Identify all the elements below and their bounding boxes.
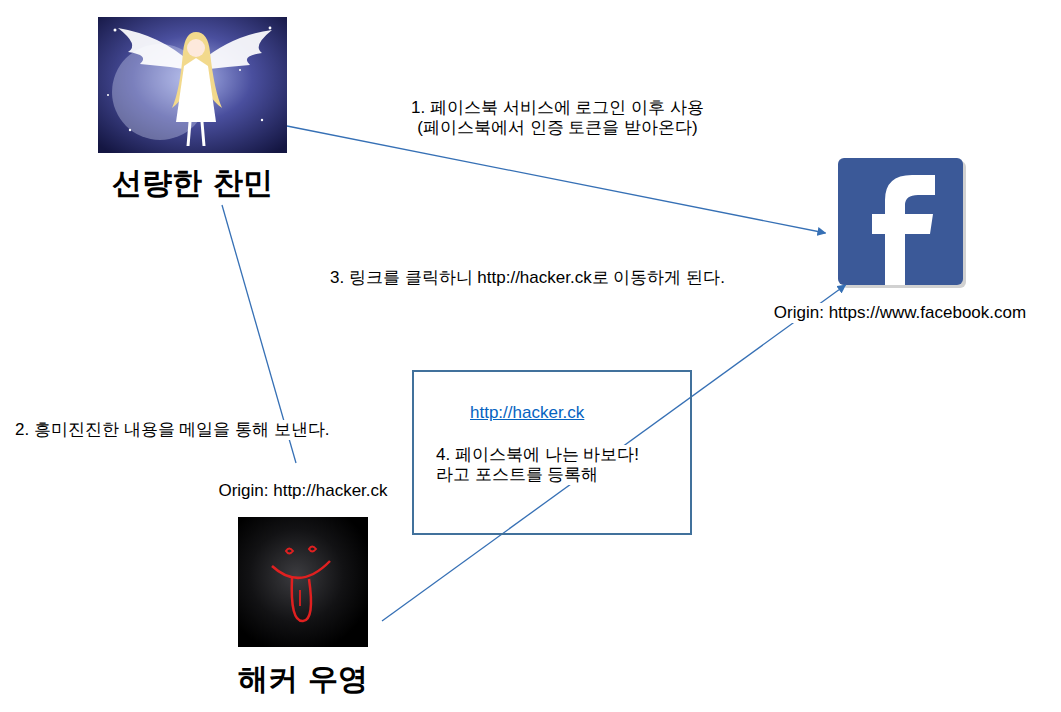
picture-star <box>269 27 272 30</box>
picture-star <box>261 119 263 121</box>
actor-node: 선량한 찬민 <box>98 17 287 201</box>
picture-dark <box>238 517 368 647</box>
person-name: 선량한 찬민 <box>112 165 272 201</box>
picture-area <box>838 158 963 285</box>
hacker-picture <box>238 517 368 647</box>
facebook-logo <box>838 158 966 288</box>
origin-label: Origin: https://www.facebook.com <box>774 303 1026 323</box>
picture-star <box>239 69 241 71</box>
actor-node: Origin: https://www.facebook.com <box>750 158 1050 323</box>
picture-face <box>187 39 205 57</box>
picture-eye <box>286 549 293 554</box>
connector-arrow <box>287 126 826 233</box>
connector-arrow <box>382 285 846 621</box>
picture-eye <box>309 547 316 552</box>
picture-legs <box>188 122 204 146</box>
step-note: 3. 링크를 클릭하니 http://hacker.ck로 이동하게 된다. <box>330 268 725 288</box>
origin-label: Origin: http://hacker.ck <box>218 481 387 501</box>
picture-area <box>98 17 287 153</box>
picture-tongue-line <box>299 590 301 606</box>
attack-note: 4. 페이스북에 나는 바보다! 라고 포스트를 등록해 <box>436 445 676 485</box>
picture-dress <box>176 58 216 122</box>
picture-area <box>238 517 368 647</box>
picture-star <box>114 29 117 32</box>
process-box: http://hacker.ck 4. 페이스북에 나는 바보다! 라고 포스트를… <box>412 370 692 535</box>
url-text: http://hacker.ck <box>470 403 584 423</box>
picture-wing <box>118 28 190 70</box>
step-note: 2. 흥미진진한 내용을 메일을 통해 보낸다. <box>15 420 330 440</box>
picture-sky <box>98 17 287 153</box>
picture-star <box>129 129 131 131</box>
user-picture <box>98 17 287 153</box>
logo-letter <box>872 175 935 285</box>
picture-tongue <box>292 578 311 621</box>
picture-star <box>107 94 109 96</box>
person-name: 해커 우영 <box>238 661 368 697</box>
picture-smile <box>272 561 330 578</box>
logo-square <box>838 158 963 285</box>
step-note: 1. 페이스북 서비스에 로그인 이후 사용 (페이스북에서 인증 토큰을 받아… <box>385 98 730 138</box>
actor-node: Origin: http://hacker.ck 해커 우영 <box>193 481 413 697</box>
